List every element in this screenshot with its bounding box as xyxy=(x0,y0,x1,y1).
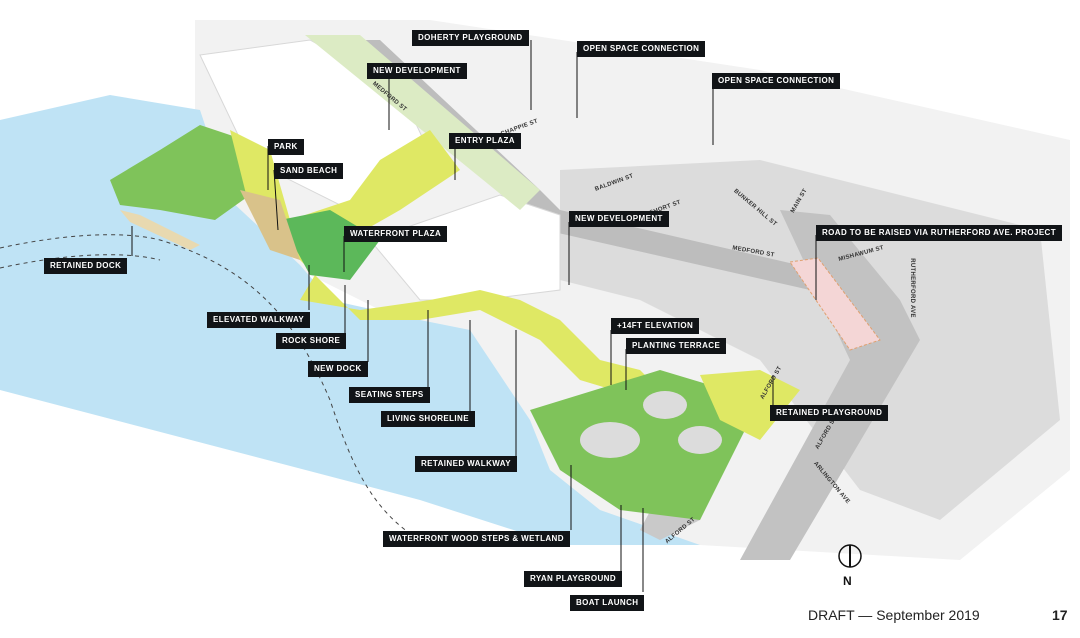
waterfront-corridor xyxy=(230,130,660,395)
dashed-water-line-1 xyxy=(0,234,421,541)
label-doherty-playground: DOHERTY PLAYGROUND xyxy=(412,30,529,46)
label-rock-shore: ROCK SHORE xyxy=(276,333,347,349)
north-arrow-icon xyxy=(838,544,862,568)
north-label: N xyxy=(843,574,852,588)
rutherford-ave-road xyxy=(740,210,920,560)
label-open-space-connection-1: OPEN SPACE CONNECTION xyxy=(577,41,706,57)
label-plus-14ft-elevation: +14FT ELEVATION xyxy=(611,318,700,334)
label-waterfront-wood-steps: WATERFRONT WOOD STEPS & WETLAND xyxy=(383,531,570,547)
label-entry-plaza: ENTRY PLAZA xyxy=(449,133,521,149)
leader-lines xyxy=(131,40,817,592)
label-waterfront-plaza: WATERFRONT PLAZA xyxy=(344,226,448,242)
raised-road-highlight xyxy=(789,257,881,351)
park-area xyxy=(110,125,250,220)
label-new-dock: NEW DOCK xyxy=(308,361,368,377)
page-number: 17 xyxy=(1052,607,1068,623)
ballfield-2 xyxy=(643,391,687,419)
doherty-playground-area xyxy=(305,35,540,210)
label-living-shoreline: LIVING SHORELINE xyxy=(381,411,475,427)
label-road-raised: ROAD TO BE RAISED VIA RUTHERFORD AVE. PR… xyxy=(816,225,1063,241)
label-boat-launch: BOAT LAUNCH xyxy=(570,595,645,611)
label-planting-terrace: PLANTING TERRACE xyxy=(626,338,727,354)
label-new-development-2: NEW DEVELOPMENT xyxy=(569,211,669,227)
label-open-space-connection-2: OPEN SPACE CONNECTION xyxy=(712,73,841,89)
label-elevated-walkway: ELEVATED WALKWAY xyxy=(207,312,311,328)
retained-playground-area xyxy=(700,370,800,440)
sand-beach-area xyxy=(240,190,300,260)
new-development-parcel-2 xyxy=(369,194,561,301)
label-seating-steps: SEATING STEPS xyxy=(349,387,430,403)
label-retained-playground: RETAINED PLAYGROUND xyxy=(770,405,889,421)
label-new-development-1: NEW DEVELOPMENT xyxy=(367,63,467,79)
footer-draft-date: DRAFT — September 2019 xyxy=(808,607,980,623)
label-ryan-playground: RYAN PLAYGROUND xyxy=(524,571,623,587)
label-park: PARK xyxy=(268,139,304,155)
ballfield-3 xyxy=(678,426,722,454)
label-retained-walkway: RETAINED WALKWAY xyxy=(415,456,517,472)
label-sand-beach: SAND BEACH xyxy=(274,163,344,179)
street-rutherford-ave: RUTHERFORD AVE xyxy=(908,258,915,318)
label-retained-dock: RETAINED DOCK xyxy=(44,258,128,274)
ryan-playground-area xyxy=(530,370,760,520)
retained-dock-structure xyxy=(120,210,200,250)
ballfield-1 xyxy=(580,422,640,458)
dashed-water-line-2 xyxy=(0,254,161,269)
